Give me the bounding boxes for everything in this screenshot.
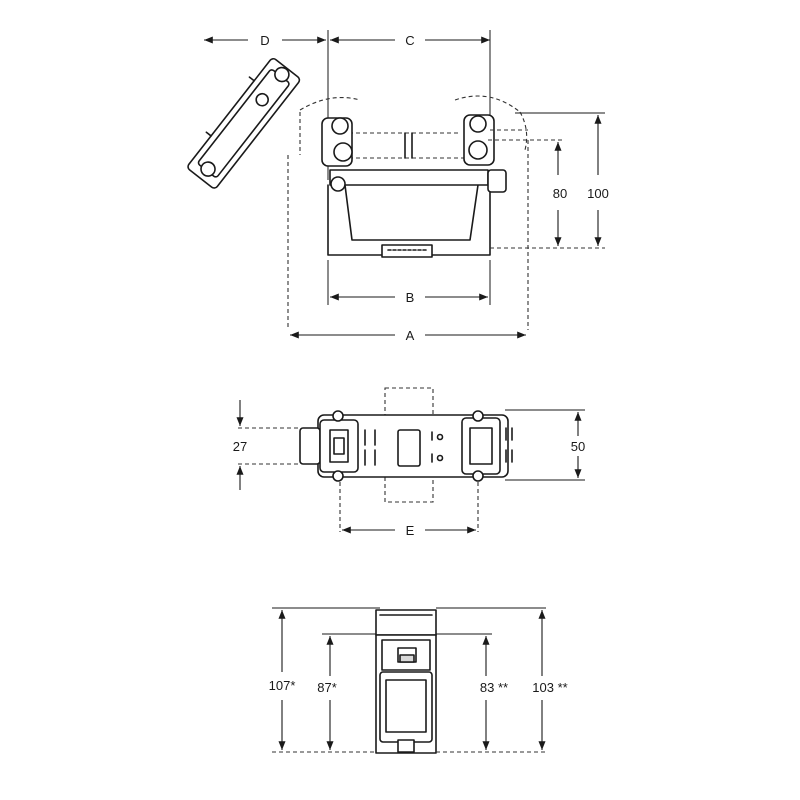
side-view: D C (187, 30, 609, 343)
label-b: B (406, 290, 415, 305)
label-100: 100 (587, 186, 609, 201)
dimension-50: 50 (505, 409, 585, 481)
dimension-d: D (204, 33, 326, 48)
label-103: 103 ** (532, 680, 567, 695)
label-27: 27 (233, 439, 247, 454)
housing-body (321, 114, 507, 258)
dimension-87: 87* (317, 633, 376, 750)
front-view: 107* 87* 83 ** 103 ** (269, 607, 568, 754)
label-e: E (406, 523, 415, 538)
label-c: C (405, 33, 414, 48)
label-83: 83 ** (480, 680, 508, 695)
label-80: 80 (553, 186, 567, 201)
label-50: 50 (571, 439, 585, 454)
open-lever (187, 57, 301, 189)
dimension-100: 100 (490, 112, 609, 249)
label-107: 107* (269, 678, 296, 693)
dimension-a: A (290, 328, 526, 343)
dimension-b: B (327, 260, 491, 305)
label-87: 87* (317, 680, 337, 695)
dimension-e: E (342, 523, 476, 538)
dimension-80: 80 (488, 139, 567, 246)
dimension-103: 103 ** (436, 607, 568, 753)
dimension-83: 83 ** (436, 633, 508, 750)
label-d: D (260, 33, 269, 48)
dimension-27: 27 (233, 400, 300, 490)
dimension-107: 107* (269, 607, 380, 753)
label-a: A (406, 328, 415, 343)
plan-view: 27 50 E (233, 387, 585, 538)
